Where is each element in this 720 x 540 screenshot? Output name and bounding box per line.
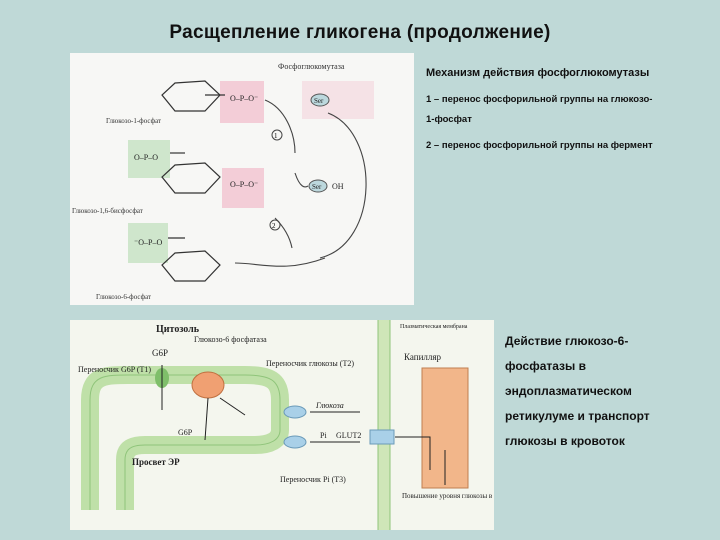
step2-marker (269, 219, 281, 231)
step1-marker (271, 129, 283, 141)
ser-residue-2 (308, 179, 328, 193)
step1-label: 1 (274, 132, 278, 140)
g6p-transporter-label: Переносчик G6P (T1) (78, 365, 151, 374)
glut2-label: GLUT2 (336, 431, 361, 440)
blood-glucose-label: Повышение уровня глюкозы в крови (402, 492, 494, 500)
glucose-6-phosphatase-figure: Цитозоль Плазматическая мембрана Капилля… (70, 320, 512, 530)
phosphate-highlight-3 (222, 168, 264, 208)
ser-residue-1 (310, 93, 330, 107)
top-caption-line1: 1 – перенос фосфорильной группы на глюко… (426, 94, 653, 105)
bottom-caption: Действие глюкозо-6- фосфатазы в эндоплаз… (505, 334, 715, 448)
glucose-1-phosphate-ring (161, 80, 225, 112)
er-membrane-outline (89, 374, 281, 510)
top-caption: Механизм действия фосфоглюкомутазы 1 – п… (426, 66, 716, 153)
er-lumen-label: Просвет ЭР (132, 457, 180, 467)
phosphate-highlight-1 (220, 81, 264, 123)
ser-label-2: Ser (312, 183, 322, 191)
glc16bp-label: Глюкозо-1,6-бисфосфат (72, 207, 143, 215)
svg-text:⁻O–P–O: ⁻O–P–O (134, 238, 162, 247)
glc6p-label: Глюкозо-6-фосфат (96, 293, 151, 301)
glc1p-label: Глюкозо-1-фосфат (106, 117, 161, 125)
glucose-transporter-t2 (283, 405, 307, 419)
svg-text:O–P–O⁻: O–P–O⁻ (230, 180, 258, 189)
bottom-caption-line5: глюкозы в кровоток (505, 434, 625, 448)
ser-label-1: Ser (314, 97, 324, 105)
capillary-label: Капилляр (404, 352, 442, 362)
g6p-label: G6P (152, 348, 168, 358)
glucose-transporter-label: Переносчик глюкозы (T2) (266, 359, 354, 368)
phosphoglucomutase-figure: O–P–O⁻ O–P–O O–P–O⁻ ⁻O–P–O Ser Ser OH Фо… (70, 53, 414, 305)
glucose-6-phosphate-ring (161, 237, 221, 282)
bottom-caption-line1: Действие глюкозо-6- (505, 334, 629, 348)
glucose-label: Глюкоза (315, 401, 344, 410)
g6pase-label: Глюкозо-6 фосфатаза (194, 335, 267, 344)
transport-arrows (161, 365, 446, 485)
oh-label: OH (332, 182, 344, 191)
top-caption-line1b: 1-фосфат (426, 114, 472, 125)
svg-text:O–P–O: O–P–O (134, 153, 158, 162)
phosphoglucomutase-diagram: O–P–O⁻ O–P–O O–P–O⁻ ⁻O–P–O Ser Ser OH Фо… (72, 62, 374, 301)
pi-transporter-t3 (283, 435, 307, 449)
phosphate-highlight-2 (128, 140, 170, 178)
er-membrane (81, 366, 289, 510)
phosphate-highlight-4 (128, 223, 168, 263)
mutase-label: Фосфоглюкомутаза (278, 62, 345, 71)
phosphate-symbols: O–P–O⁻ O–P–O O–P–O⁻ ⁻O–P–O (134, 94, 258, 247)
top-caption-line2: 2 – перенос фосфорильной группы на ферме… (426, 140, 653, 151)
slide-title: Расщепление гликогена (продолжение) (169, 22, 551, 43)
plasma-membrane (378, 320, 390, 530)
cytosol-label: Цитозоль (156, 324, 200, 335)
g6pase-enzyme (191, 371, 225, 399)
top-caption-heading: Механизм действия фосфоглюкомутазы (426, 67, 650, 79)
glut2-transporter (369, 429, 395, 445)
g6pase-diagram: Цитозоль Плазматическая мембрана Капилля… (78, 320, 512, 530)
pi-transporter-label: Переносчик Pi (T3) (280, 475, 346, 484)
pi-label: Pi (320, 431, 327, 440)
g6p-lower-label: G6P (178, 428, 193, 437)
step2-label: 2 (272, 222, 276, 230)
bottom-caption-line4: ретикулуме и транспорт (505, 409, 650, 423)
bottom-caption-line3: эндоплазматическом (505, 384, 632, 398)
svg-text:O–P–O⁻: O–P–O⁻ (230, 94, 258, 103)
bottom-caption-line2: фосфатазы в (505, 359, 586, 373)
membrane-label: Плазматическая мембрана (400, 323, 468, 330)
glucose-16-bisphosphate-ring (161, 152, 221, 194)
